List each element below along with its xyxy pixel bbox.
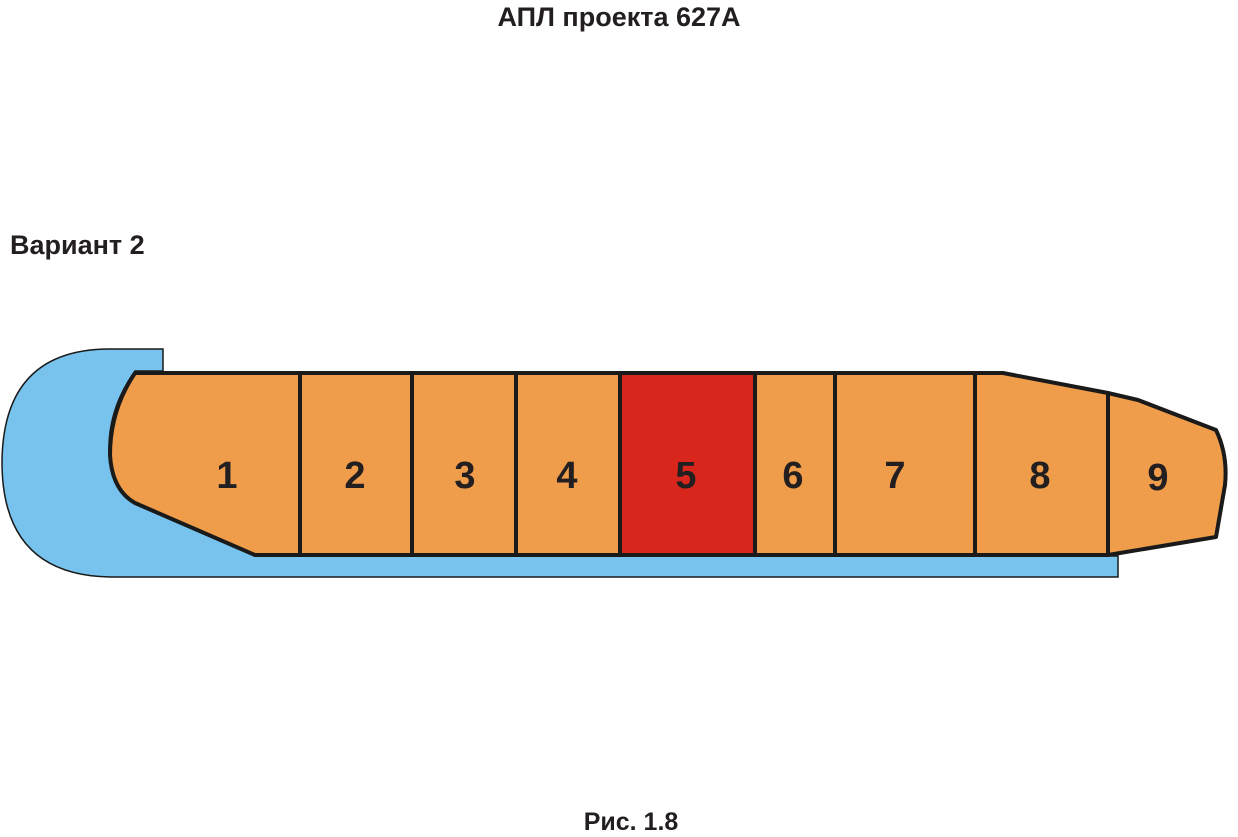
compartment-2-label: 2 [344,455,365,497]
compartments-group [108,371,1228,557]
page-title: АПЛ проекта 627А [497,2,741,32]
compartment-6-label: 6 [782,455,803,497]
compartment-3-label: 3 [454,455,475,497]
compartment-9-label: 9 [1147,457,1168,499]
compartment-5-label: 5 [675,455,696,497]
compartment-8-label: 8 [1029,455,1050,497]
compartment-7-label: 7 [884,455,905,497]
compartment-1 [108,371,302,557]
variant-label: Вариант 2 [10,230,145,260]
compartment-4-label: 4 [556,455,577,497]
compartment-1-label: 1 [216,455,237,497]
figure-caption: Рис. 1.8 [583,808,679,836]
labels-group: 1 2 3 4 5 6 7 8 9 [216,455,1168,499]
compartment-9 [1106,391,1228,557]
